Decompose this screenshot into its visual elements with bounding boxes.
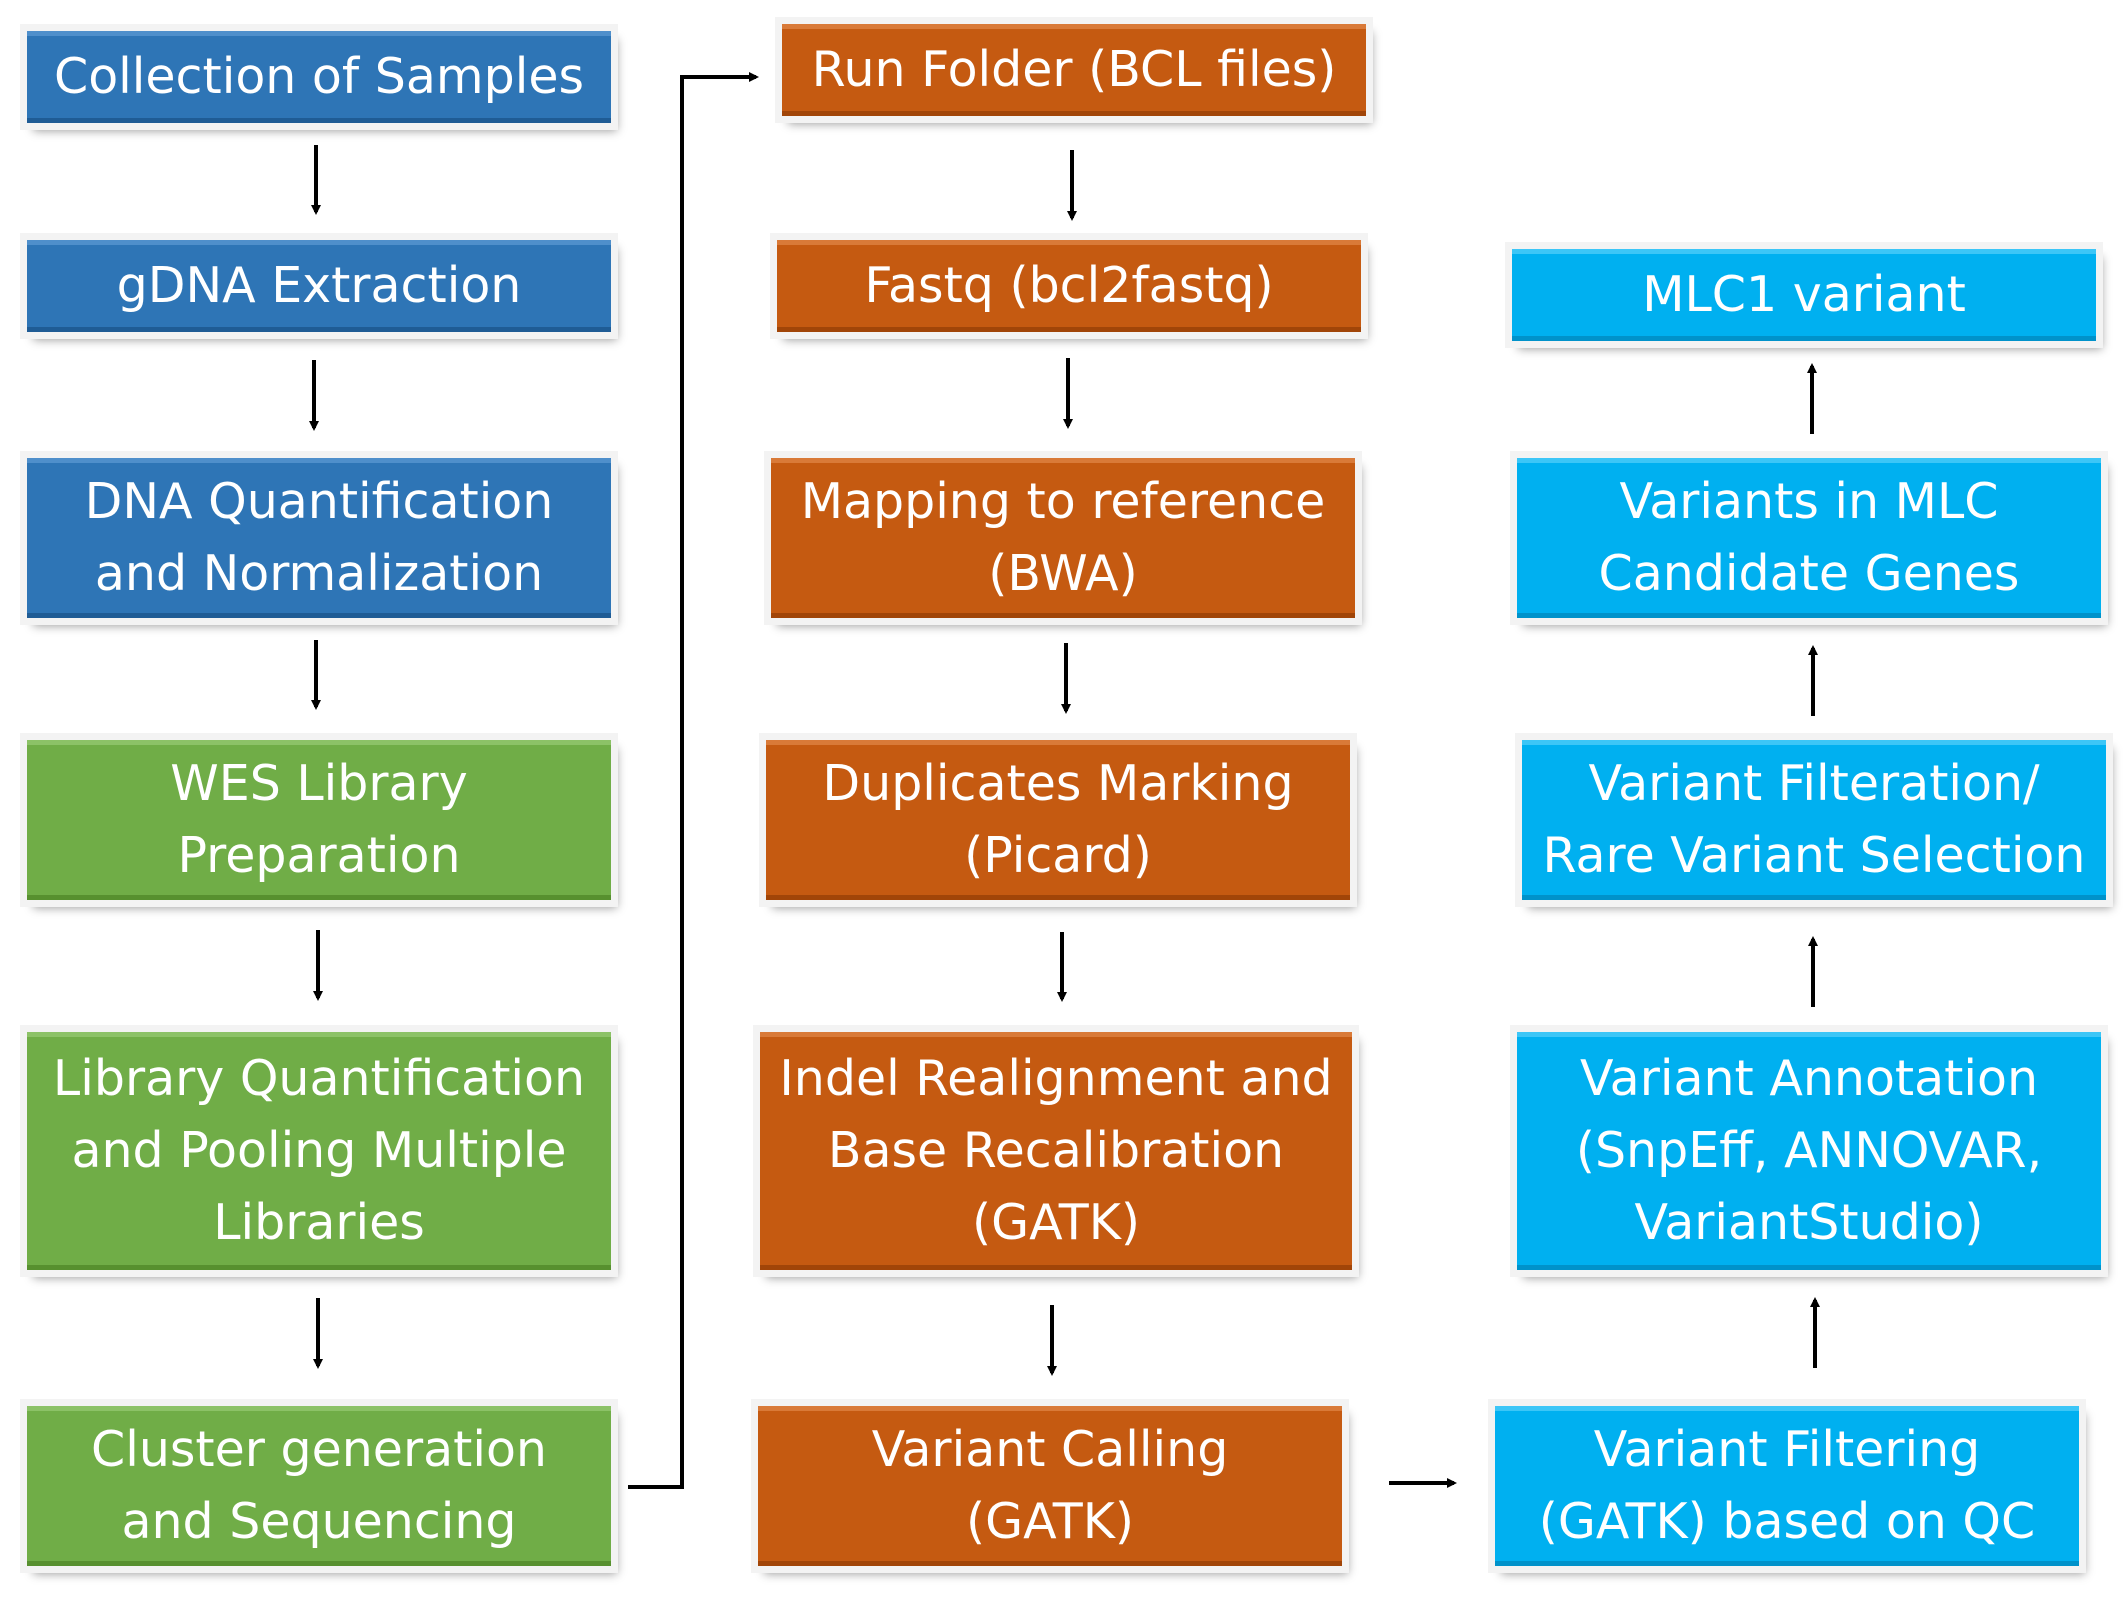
step-label: Fastq (bcl2fastq) — [864, 257, 1274, 314]
step-label: Library Quantification — [52, 1050, 586, 1107]
step-cluster-generation-sequencing: Cluster generation and Sequencing — [20, 1399, 618, 1573]
step-label: Base Recalibration — [827, 1122, 1285, 1179]
step-label: Mapping to reference — [800, 473, 1326, 530]
step-label: Duplicates Marking — [822, 755, 1294, 812]
step-indel-realignment: Indel Realignment and Base Recalibration… — [753, 1025, 1359, 1277]
step-label: Cluster generation — [91, 1421, 547, 1478]
step-label: and Sequencing — [121, 1493, 517, 1550]
step-label: VariantStudio) — [1634, 1194, 1984, 1251]
step-label: Run Folder (BCL files) — [811, 41, 1337, 98]
step-wes-library-preparation: WES Library Preparation — [20, 733, 618, 907]
step-dna-quantification: DNA Quantification and Normalization — [20, 451, 618, 625]
step-label: Collection of Samples — [53, 48, 584, 105]
step-variant-filteration-rare-variant-selection: Variant Filteration/ Rare Variant Select… — [1515, 733, 2113, 907]
step-variant-filtering-gatk: Variant Filtering (GATK) based on QC — [1488, 1399, 2086, 1573]
step-variants-in-mlc-candidate-genes: Variants in MLC Candidate Genes — [1510, 451, 2108, 625]
step-fastq: Fastq (bcl2fastq) — [770, 233, 1368, 339]
step-label: (BWA) — [988, 545, 1138, 602]
step-label: (GATK) based on QC — [1538, 1493, 2036, 1550]
step-mlc1-variant: MLC1 variant — [1505, 242, 2103, 348]
step-variant-annotation: Variant Annotation (SnpEff, ANNOVAR, Var… — [1510, 1025, 2108, 1277]
step-label: Indel Realignment and — [779, 1050, 1333, 1107]
step-label: (GATK) — [972, 1194, 1140, 1251]
step-run-folder: Run Folder (BCL files) — [775, 17, 1373, 123]
step-label: WES Library — [170, 755, 468, 812]
step-label: Candidate Genes — [1598, 545, 2020, 602]
step-label: (SnpEff, ANNOVAR, — [1575, 1122, 2043, 1179]
step-label: Preparation — [177, 827, 461, 884]
step-mapping-to-reference: Mapping to reference (BWA) — [764, 451, 1362, 625]
step-label: Variant Filtering — [1593, 1421, 1981, 1478]
step-label: Variant Annotation — [1579, 1050, 2039, 1107]
step-label: DNA Quantification — [84, 473, 554, 530]
step-label: Rare Variant Selection — [1542, 827, 2086, 884]
step-label: and Pooling Multiple — [71, 1122, 567, 1179]
step-label: gDNA Extraction — [116, 257, 522, 314]
step-gdna-extraction: gDNA Extraction — [20, 233, 618, 339]
step-library-quantification-pooling: Library Quantification and Pooling Multi… — [20, 1025, 618, 1277]
step-duplicates-marking: Duplicates Marking (Picard) — [759, 733, 1357, 907]
step-label: Variant Calling — [871, 1421, 1229, 1478]
step-label: Variants in MLC — [1619, 473, 1999, 530]
step-label: and Normalization — [94, 545, 544, 602]
step-label: Variant Filteration/ — [1588, 755, 2040, 812]
step-label: (Picard) — [964, 827, 1152, 884]
step-label: (GATK) — [966, 1493, 1134, 1550]
arrow-sequencing-to-run-folder — [628, 72, 759, 1489]
step-label: Libraries — [213, 1194, 425, 1251]
step-label: MLC1 variant — [1642, 266, 1966, 323]
step-collection-of-samples: Collection of Samples — [20, 24, 618, 130]
step-variant-calling: Variant Calling (GATK) — [751, 1399, 1349, 1573]
